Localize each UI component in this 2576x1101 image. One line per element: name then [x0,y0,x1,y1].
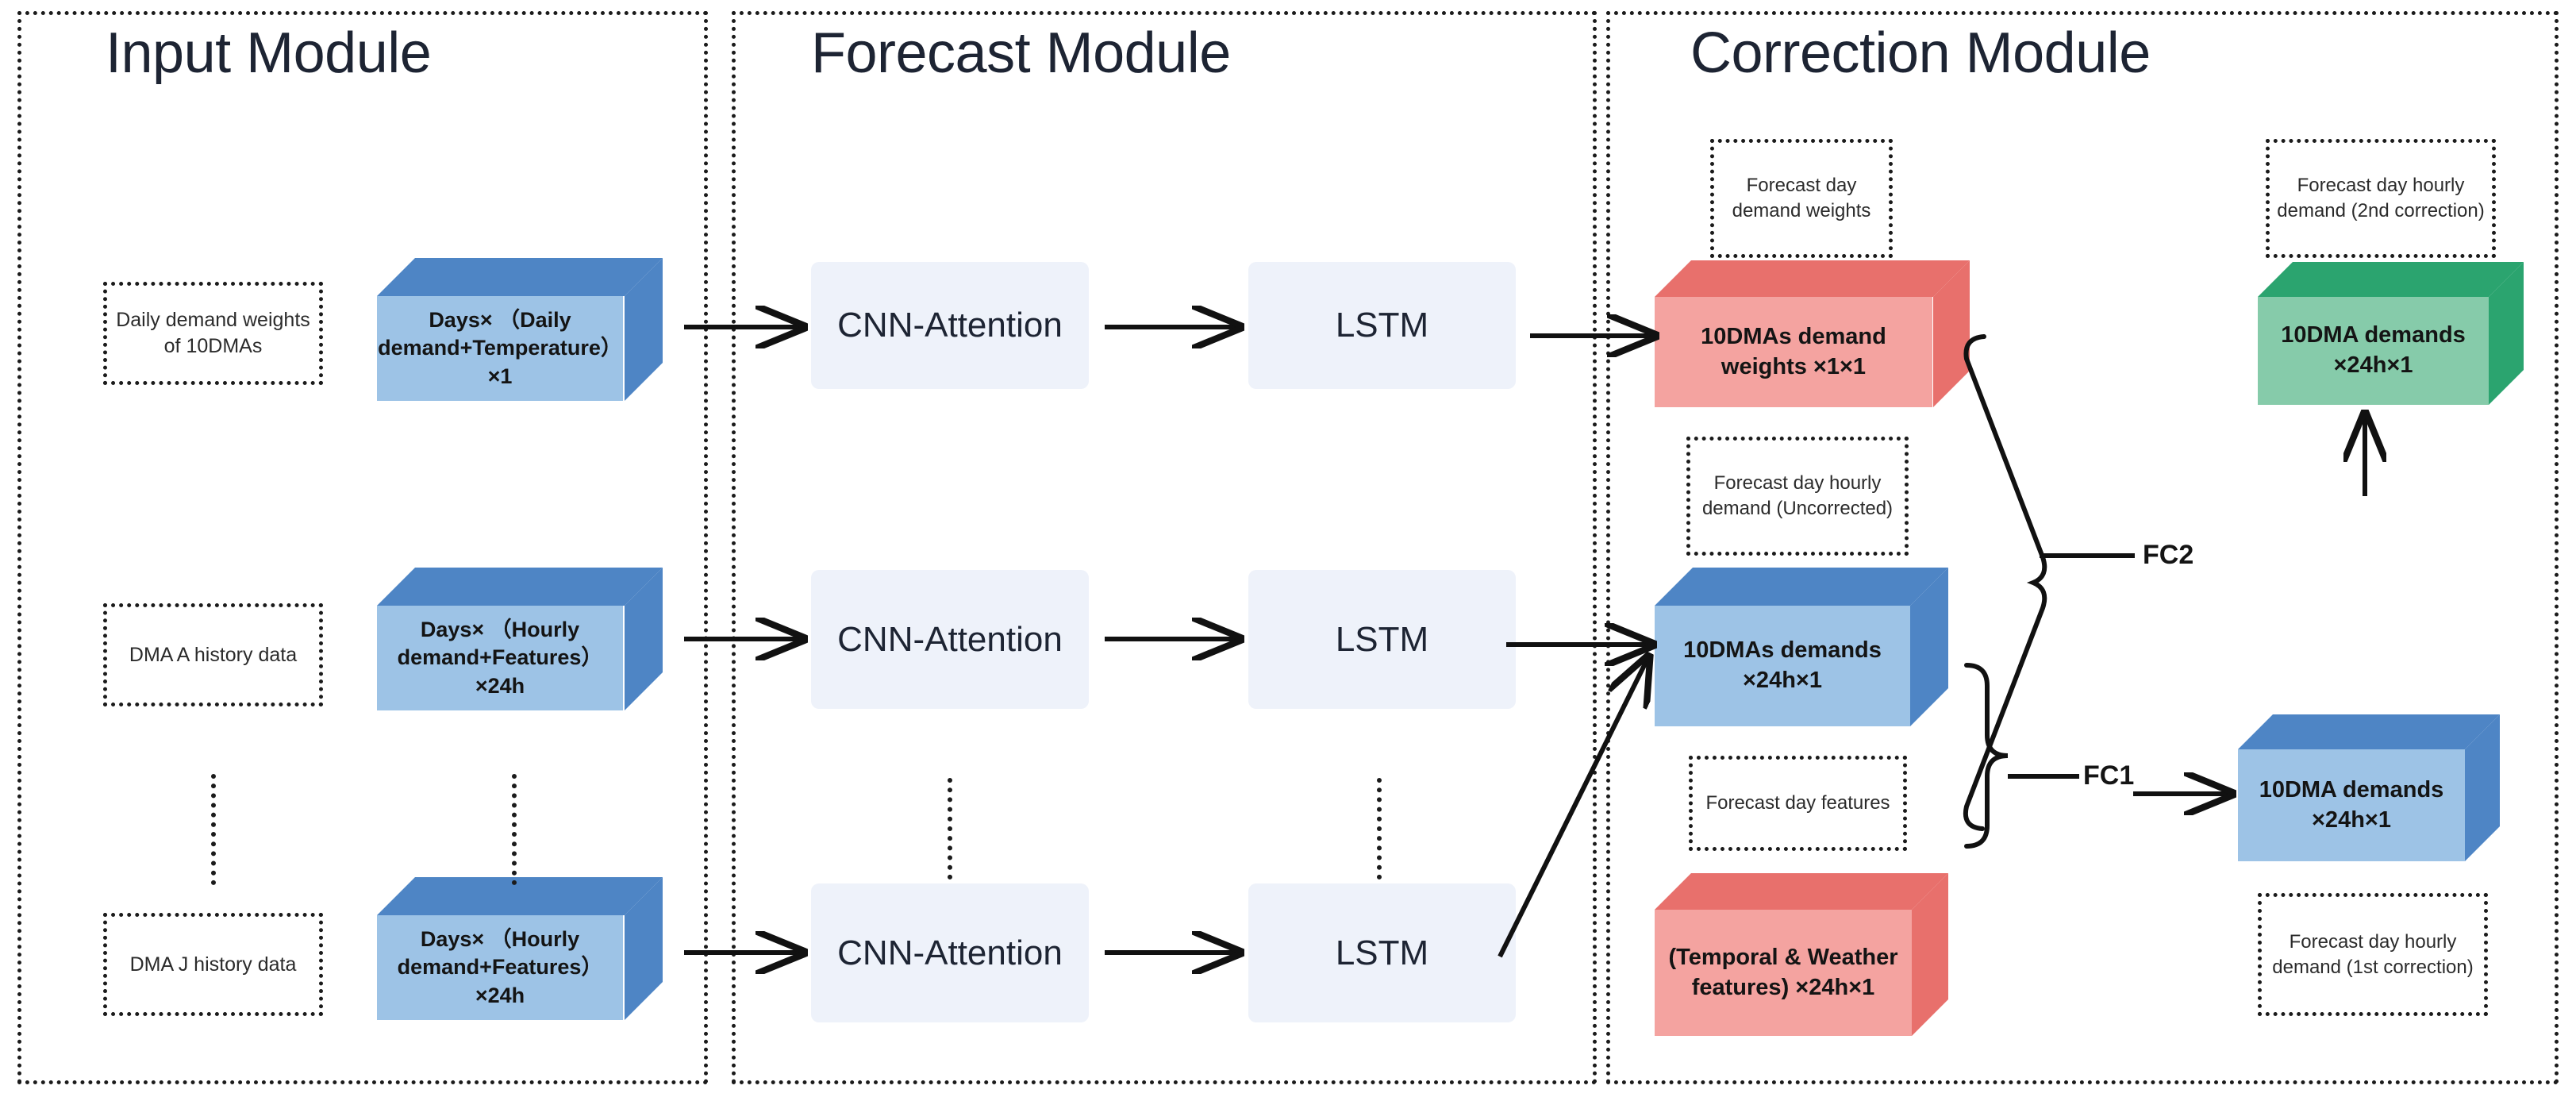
caption-dma-a-history: DMA A history data [103,603,323,706]
procbox-cnn-attention-row2: CNN-Attention [811,570,1089,709]
cube-10dmas-demands-uncorrected: 10DMAs demands ×24h×1 [1655,568,1948,726]
operator-label-fc1: FC1 [2083,760,2135,791]
cube-top-face [1655,873,1948,910]
operator-label-fc2: FC2 [2143,540,2194,570]
caption-forecast-day-demand-weights: Forecast day demand weights [1710,139,1893,258]
cube-front-face: Days× （Hourly demand+Features） ×24h [377,915,623,1020]
procbox-lstm-row1: LSTM [1248,262,1516,389]
cube-front-face: 10DMA demands ×24h×1 [2258,297,2489,405]
caption-dma-j-history: DMA J history data [103,913,323,1016]
cube-top-face [1655,260,1970,297]
cube-front-face: 10DMAs demand weights ×1×1 [1655,297,1932,407]
brace-fc2 [1963,334,2047,831]
caption-hourly-demand-2nd-correction: Forecast day hourly demand (2nd correcti… [2266,139,2496,258]
cube-top-face [2238,714,2500,749]
ellipsis-cnn-column [948,778,952,880]
module-title-forecast: Forecast Module [811,21,1231,85]
caption-hourly-demand-1st-correction: Forecast day hourly demand (1st correcti… [2258,893,2488,1016]
cube-front-face: Days× （Hourly demand+Features） ×24h [377,606,623,710]
module-title-input: Input Module [106,21,432,85]
caption-daily-demand-weights: Daily demand weights of 10DMAs [103,282,323,385]
ellipsis-input-cubes [512,774,517,885]
ellipsis-dma-captions [211,774,216,885]
cube-temporal-weather-features: (Temporal & Weather features) ×24h×1 [1655,873,1948,1036]
cube-front-face: (Temporal & Weather features) ×24h×1 [1655,910,1912,1036]
caption-forecast-day-features: Forecast day features [1689,756,1907,851]
module-title-correction: Correction Module [1690,21,2151,85]
procbox-lstm-row3: LSTM [1248,883,1516,1022]
cube-daily-input: Days× （Daily demand+Temperature） ×1 [377,258,663,401]
cube-top-face [377,258,663,296]
cube-front-face: Days× （Daily demand+Temperature） ×1 [377,296,623,401]
procbox-cnn-attention-row3: CNN-Attention [811,883,1089,1022]
cube-top-face [377,568,663,606]
ellipsis-lstm-column [1377,778,1382,880]
brace-fc1 [1964,663,2009,849]
caption-hourly-demand-uncorrected: Forecast day hourly demand (Uncorrected) [1686,437,1909,556]
cube-10dmas-demand-weights: 10DMAs demand weights ×1×1 [1655,260,1970,407]
cube-top-face [377,877,663,915]
cube-10dma-demands-first-correction: 10DMA demands ×24h×1 [2238,714,2500,861]
procbox-lstm-row2: LSTM [1248,570,1516,709]
module-frame-correction [1606,11,2559,1084]
cube-front-face: 10DMAs demands ×24h×1 [1655,606,1910,726]
cube-10dma-demands-second-correction: 10DMA demands ×24h×1 [2258,262,2524,405]
module-frame-input [17,11,708,1084]
module-frame-forecast [732,11,1597,1084]
cube-dma-j-input: Days× （Hourly demand+Features） ×24h [377,877,663,1020]
procbox-cnn-attention-row1: CNN-Attention [811,262,1089,389]
cube-top-face [1655,568,1948,606]
cube-front-face: 10DMA demands ×24h×1 [2238,749,2465,861]
cube-dma-a-input: Days× （Hourly demand+Features） ×24h [377,568,663,710]
arrow-lstm3-to-uncorrected-cube [1498,657,1648,958]
cube-top-face [2258,262,2524,297]
